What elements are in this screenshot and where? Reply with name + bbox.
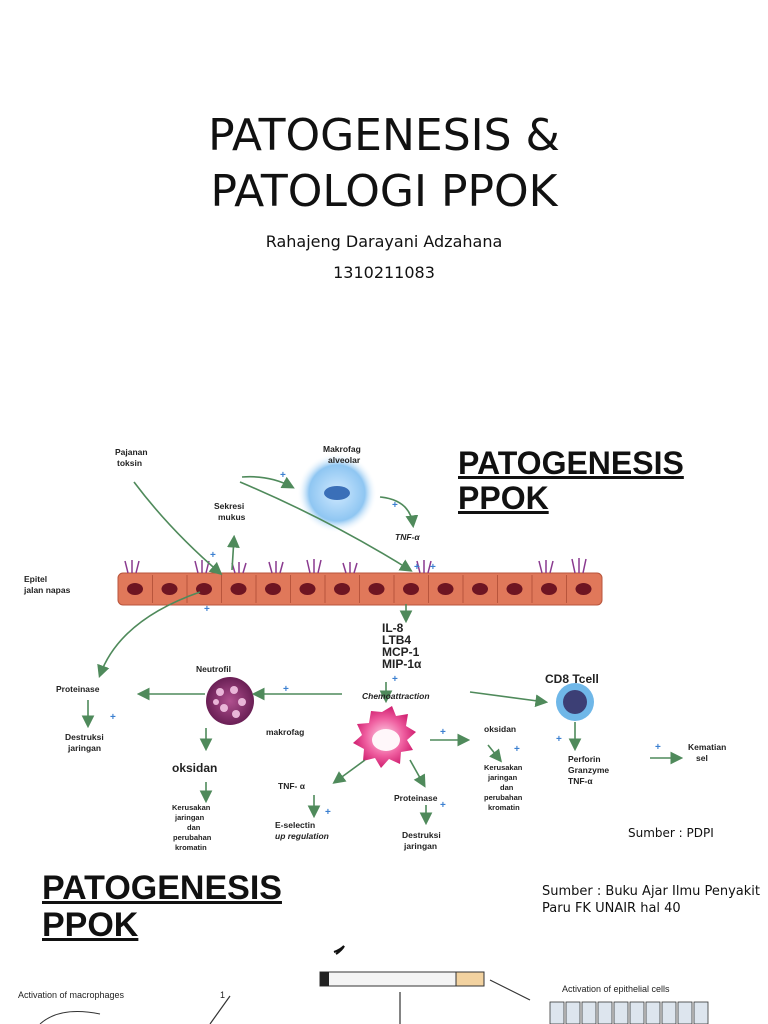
label-ltb4: LTB4 <box>382 633 411 647</box>
label-kerusakan-right-2: jaringan <box>487 773 518 782</box>
svg-text:+: + <box>110 712 116 723</box>
label-tnf-top: TNF-α <box>395 532 420 542</box>
label-pajanan: Pajanan <box>115 447 148 457</box>
cell-nucleus <box>541 583 557 595</box>
svg-text:+: + <box>210 550 216 561</box>
label-kerusakan-right-4: perubahan <box>484 793 523 802</box>
slide-title: PATOGENESIS & PATOLOGI PPOK <box>208 110 560 217</box>
label-granzyme: Granzyme <box>568 765 609 775</box>
cell-nucleus <box>230 583 247 595</box>
section-title-line1: PATOGENESIS <box>458 445 684 481</box>
label-cd8-tcell: CD8 Tcell <box>545 672 599 686</box>
label-mukus: mukus <box>218 512 246 522</box>
label-step-1: 1 <box>220 990 225 1000</box>
label-mcp1: MCP-1 <box>382 645 420 659</box>
label-oksidan-big: oksidan <box>172 761 217 775</box>
svg-text:+: + <box>440 727 446 738</box>
label-chemoattraction: Chemoattraction <box>362 691 430 701</box>
cell-nucleus <box>299 583 316 595</box>
label-kerusakan-right-5: kromatin <box>488 803 520 812</box>
epithelium-band <box>117 572 603 606</box>
smoke-icon <box>333 945 345 955</box>
label-sel: sel <box>696 753 708 763</box>
label-tnf-right: TNF-α <box>568 776 593 786</box>
svg-text:+: + <box>204 604 210 615</box>
label-neutrofil: Neutrofil <box>196 664 231 674</box>
svg-text:+: + <box>440 800 446 811</box>
label-kerusakan-left: Kerusakan <box>172 803 211 812</box>
pathogenesis-diagram: + + + + + + + + + + + + + + + Pajanan toksin Makro… <box>23 444 726 852</box>
section-title-patogenesis-2: PATOGENESIS PPOK <box>42 869 282 945</box>
label-perforin: Perforin <box>568 754 601 764</box>
label-jaringan-left: jaringan <box>67 743 101 753</box>
cell-nucleus <box>334 583 350 595</box>
svg-text:+: + <box>514 744 520 755</box>
label-jalan-napas: jalan napas <box>23 585 71 595</box>
label-kematian: Kematian <box>688 742 726 752</box>
label-eselectin: E-selectin <box>275 820 315 830</box>
svg-text:+: + <box>392 674 398 685</box>
source-unair: Sumber : Buku Ajar Ilmu Penyakit Paru FK… <box>542 884 760 916</box>
cell-nucleus <box>368 583 385 595</box>
section-title-patogenesis: PATOGENESIS PPOK <box>458 445 684 517</box>
section2-title-line2: PPOK <box>42 906 139 945</box>
section2-title-line1: PATOGENESIS <box>42 869 282 907</box>
label-kerusakan-right: Kerusakan <box>484 763 523 772</box>
flow-arrows <box>81 475 684 826</box>
label-proteinase-mid: Proteinase <box>394 793 438 803</box>
neutrophil-granules <box>213 686 246 718</box>
label-alveolar: alveolar <box>328 455 361 465</box>
label-toksin: toksin <box>117 458 142 468</box>
label-jaringan-mid: jaringan <box>403 841 437 851</box>
label-kerusakan-left-4: perubahan <box>173 833 212 842</box>
cell-nucleus <box>506 583 523 595</box>
svg-text:+: + <box>325 807 331 818</box>
svg-text:+: + <box>280 470 286 481</box>
section-title-line2: PPOK <box>458 480 549 517</box>
svg-text:+: + <box>392 500 398 511</box>
pathogenesis-diagram-2: Activation of macrophages 1 Activation o… <box>18 945 709 1024</box>
label-makrofag-mid: makrofag <box>266 727 304 737</box>
label-kerusakan-left-5: kromatin <box>175 843 207 852</box>
svg-text:+: + <box>283 684 289 695</box>
plus-markers: + + + + + + + + + + + + + + + <box>110 470 661 818</box>
cell-nucleus <box>437 583 454 595</box>
label-destruksi-mid: Destruksi <box>402 830 441 840</box>
label-tnf-mid: TNF- α <box>278 781 306 791</box>
label-oksidan-right: oksidan <box>484 724 516 734</box>
label-kerusakan-left-3: dan <box>187 823 201 832</box>
cell-nucleus <box>265 583 281 595</box>
cell-nucleus <box>403 583 419 595</box>
svg-text:+: + <box>430 562 436 573</box>
diagram-labels: Pajanan toksin Makrofag alveolar Sekresi… <box>23 444 726 852</box>
student-number: 1310211083 <box>333 263 435 282</box>
cell-nucleus <box>575 583 592 595</box>
label-kerusakan-right-3: dan <box>500 783 514 792</box>
author-name: Rahajeng Darayani Adzahana <box>265 232 503 251</box>
label-up-regulation: up regulation <box>275 831 329 841</box>
label-il8: IL-8 <box>382 621 404 635</box>
label-sekresi: Sekresi <box>214 501 244 511</box>
label-proteinase-left: Proteinase <box>56 684 100 694</box>
svg-text:+: + <box>655 742 661 753</box>
svg-text:+: + <box>414 562 420 573</box>
cilia <box>124 558 587 574</box>
cell-nucleus <box>472 583 488 595</box>
epithelial-cells <box>549 1001 709 1024</box>
label-kerusakan-left-2: jaringan <box>174 813 205 822</box>
cell-nucleus <box>161 583 178 595</box>
svg-text:+: + <box>556 734 562 745</box>
source-pdpi: Sumber : PDPI <box>628 826 714 840</box>
label-makrofag: Makrofag <box>323 444 361 454</box>
cell-nucleus <box>127 583 143 595</box>
macrophage-nucleus <box>324 486 350 500</box>
label-epitel: Epitel <box>24 574 47 584</box>
macrophage-outline <box>39 1011 101 1024</box>
label-activation-epithelial: Activation of epithelial cells <box>562 984 670 994</box>
label-destruksi-left: Destruksi <box>65 732 104 742</box>
label-mip1: MIP-1α <box>382 657 422 671</box>
label-activation-macrophages: Activation of macrophages <box>18 990 125 1000</box>
